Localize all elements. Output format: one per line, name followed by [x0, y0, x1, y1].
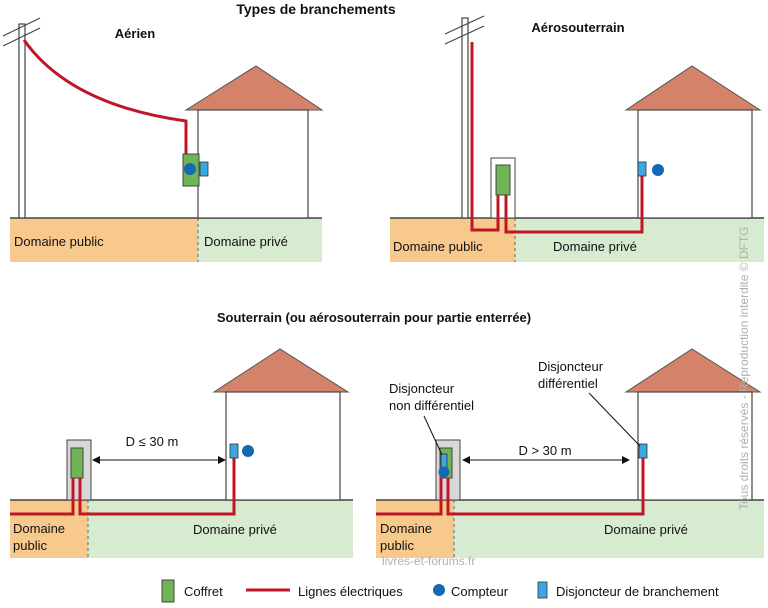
- house: [212, 348, 350, 501]
- coffret: [70, 447, 84, 479]
- public-zone: [10, 500, 88, 558]
- main-title: Types de branchements: [236, 1, 395, 17]
- aerosouterrain-title: Aérosouterrain: [531, 20, 624, 35]
- house: [624, 65, 762, 219]
- public-label: Domaine public: [393, 239, 483, 254]
- electric-line: [10, 478, 75, 516]
- distance-label: D ≤ 30 m: [126, 434, 179, 449]
- distance-label: D > 30 m: [518, 443, 571, 458]
- public-label: Domaine public: [14, 234, 104, 249]
- disjoncteur-swatch: [537, 581, 548, 599]
- legend: Coffret Lignes électriques Compteur Disj…: [161, 579, 719, 603]
- house: [624, 348, 762, 501]
- private-zone: [88, 500, 353, 558]
- legend-compteur: Compteur: [451, 584, 509, 599]
- panel-aerosouterrain: Aérosouterrain Domaine public Domaine pr…: [390, 15, 764, 262]
- electric-line: [470, 42, 500, 232]
- disjoncteur: [199, 161, 209, 177]
- electric-pole: [444, 15, 485, 219]
- distance-arrow: [92, 456, 226, 464]
- private-label: Domaine privé: [193, 522, 277, 537]
- electric-line: [504, 176, 644, 234]
- disjoncteur-non-differentiel: [440, 453, 448, 469]
- electric-line: [446, 458, 645, 516]
- electric-pole: [2, 17, 41, 219]
- compteur: [438, 466, 450, 478]
- public-label-2: public: [380, 538, 414, 553]
- public-label-1: Domaine: [13, 521, 65, 536]
- panel-aerien: Aérien Domaine public Domaine privé: [2, 17, 324, 262]
- disjoncteur-differentiel: [638, 443, 648, 459]
- callout-diff-1: Disjoncteur: [538, 359, 604, 374]
- private-label: Domaine privé: [553, 239, 637, 254]
- public-zone: [10, 218, 198, 262]
- panel-souterrain-long: Domaine public Domaine privé D > 30 m Di…: [376, 348, 764, 558]
- aerien-title: Aérien: [115, 26, 156, 41]
- private-zone: [454, 500, 764, 558]
- callout-non-diff-1: Disjoncteur: [389, 381, 455, 396]
- legend-coffret: Coffret: [184, 584, 223, 599]
- electric-line: [376, 478, 443, 516]
- legend-disjoncteur: Disjoncteur de branchement: [556, 584, 719, 599]
- coffret: [495, 164, 511, 196]
- private-label: Domaine privé: [204, 234, 288, 249]
- disjoncteur: [637, 161, 647, 177]
- private-zone: [515, 218, 764, 262]
- souterrain-title: Souterrain (ou aérosouterrain pour parti…: [217, 310, 531, 325]
- rights-watermark: Tous droits réservés - Reproduction inte…: [737, 226, 751, 510]
- compteur: [242, 445, 254, 457]
- house: [184, 65, 324, 219]
- legend-lignes: Lignes électriques: [298, 584, 403, 599]
- private-zone: [198, 218, 322, 262]
- public-zone: [390, 218, 515, 262]
- compteur: [652, 164, 664, 176]
- public-label-2: public: [13, 538, 47, 553]
- callout-non-diff-2: non différentiel: [389, 398, 474, 413]
- compteur: [184, 163, 196, 175]
- site-watermark: livres-et-forums.fr: [382, 554, 475, 568]
- callout-leader: [588, 392, 641, 447]
- disjoncteur: [229, 443, 239, 459]
- compteur-swatch: [433, 584, 445, 596]
- callout-diff-2: différentiel: [538, 376, 598, 391]
- panel-souterrain-short: Domaine public Domaine privé D ≤ 30 m: [10, 348, 353, 558]
- private-label: Domaine privé: [604, 522, 688, 537]
- electric-line: [22, 39, 188, 156]
- public-label-1: Domaine: [380, 521, 432, 536]
- electric-line: [78, 458, 236, 516]
- distance-arrow: [462, 456, 630, 464]
- callout-leader: [423, 415, 443, 456]
- coffret-swatch: [161, 579, 175, 603]
